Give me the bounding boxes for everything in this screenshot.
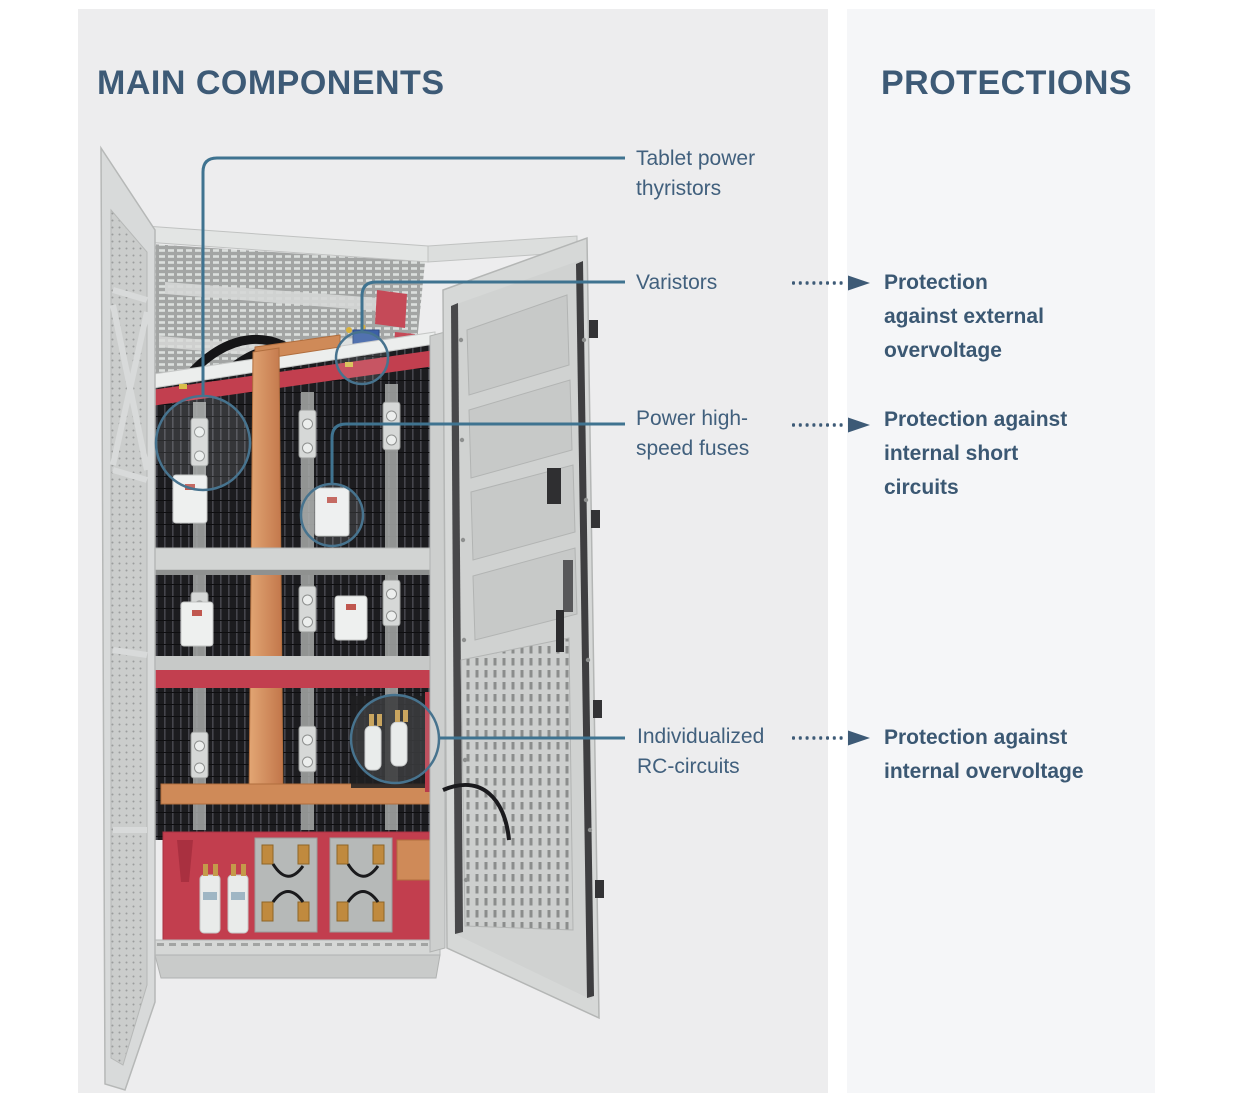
protection-internal-overvoltage: Protection against internal overvoltage [884, 726, 1084, 783]
left-door [100, 145, 156, 1091]
dotted-arrow-icon [792, 417, 870, 433]
callout-circle-rc [349, 693, 441, 785]
label-varistors: Varistors [636, 271, 718, 294]
callout-line-thyristors [201, 156, 625, 396]
protections-title: PROTECTIONS [881, 64, 1133, 102]
door-hinge-post [429, 331, 446, 953]
label-individualized-rc-circuits: Individualized RC-circuits [637, 725, 765, 778]
door-lock [547, 468, 573, 652]
main-components-title: MAIN COMPONENTS [97, 64, 445, 102]
dotted-arrow-icon [792, 275, 870, 291]
cabinet-photo [100, 145, 625, 1091]
cabinet-body [144, 225, 578, 979]
callout-line-fuses [330, 422, 625, 484]
cable [442, 783, 511, 841]
right-door [442, 236, 604, 1020]
label-power-high-speed-fuses: Power high- speed fuses [636, 407, 750, 460]
label-tablet-power-thyristors: Tablet power thyristors [636, 147, 756, 200]
callout-line-varistors [360, 280, 625, 332]
callout-overlays [154, 156, 625, 785]
callout-circle-varistors [334, 330, 390, 386]
dotted-arrow-icon [792, 730, 870, 746]
callout-circle-fuses [299, 482, 365, 548]
bottom-assembly [162, 831, 444, 941]
high-speed-fuses [172, 474, 368, 647]
protection-external-overvoltage: Protection against external overvoltage [884, 271, 1044, 362]
door-vent-grille [460, 637, 574, 931]
protection-internal-short-circuits: Protection against internal short circui… [884, 408, 1068, 499]
protections-panel [847, 9, 1155, 1093]
callout-circle-thyristors [154, 394, 252, 492]
